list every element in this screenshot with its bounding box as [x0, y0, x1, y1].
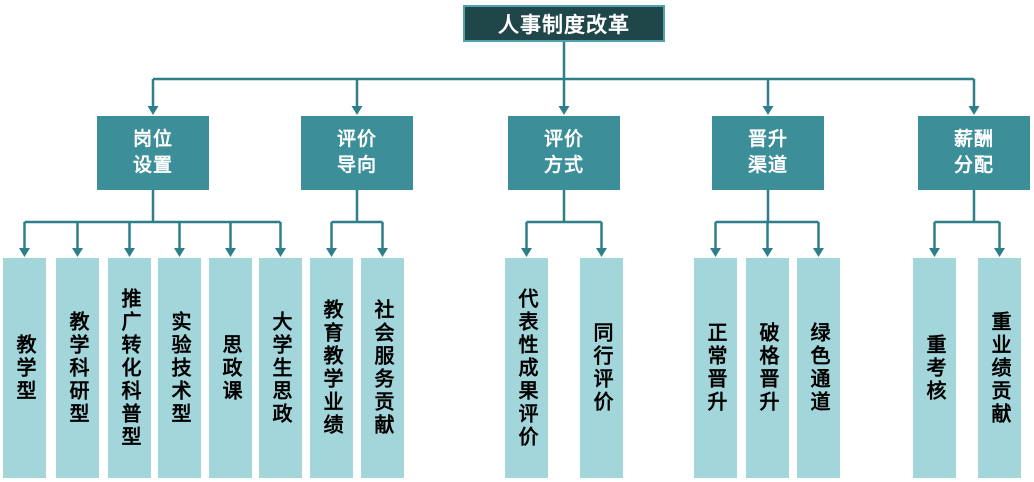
leaf-label: 破格晋升 [756, 322, 778, 414]
leaf-node: 社会服务贡献 [361, 258, 404, 478]
leaf-label: 社会服务贡献 [371, 299, 393, 437]
leaf-node: 教育教学业绩 [310, 258, 353, 478]
leaf-node: 实验技术型 [158, 258, 201, 478]
leaf-label: 教学科研型 [66, 310, 88, 426]
leaf-node: 教学型 [3, 258, 46, 478]
leaf-label: 教育教学业绩 [320, 299, 342, 437]
arrow-icon [19, 248, 1005, 257]
leaf-label: 思政课 [219, 333, 241, 403]
leaf-label: 重业绩贡献 [988, 310, 1010, 426]
branch-node-evaluation-method: 评价 方式 [508, 116, 620, 190]
leaf-node: 重业绩贡献 [978, 258, 1021, 478]
leaf-node: 教学科研型 [56, 258, 99, 478]
leaf-label: 同行评价 [590, 322, 612, 414]
branch-node-promotion-channel: 晋升 渠道 [712, 116, 824, 190]
leaf-node: 大学生思政 [259, 258, 302, 478]
branch-node-salary-distribution: 薪酬 分配 [918, 116, 1030, 190]
leaf-label: 教学型 [13, 333, 35, 403]
arrow-icon [147, 106, 980, 115]
leaf-label: 绿色通道 [807, 322, 829, 414]
leaf-node: 绿色通道 [797, 258, 840, 478]
leaf-node: 推广转化科普型 [108, 258, 151, 478]
leaf-label: 大学生思政 [269, 310, 291, 426]
leaf-label: 正常晋升 [704, 322, 726, 414]
leaf-node: 代表性成果评价 [505, 258, 548, 478]
branch-node-evaluation-orientation: 评价 导向 [301, 116, 413, 190]
leaf-label: 代表性成果评价 [515, 287, 537, 449]
root-node-personnel-reform: 人事制度改革 [463, 5, 665, 42]
branch-node-post-setting: 岗位 设置 [97, 116, 209, 190]
leaf-label: 重考核 [923, 333, 945, 403]
leaf-node: 正常晋升 [694, 258, 737, 478]
leaf-label: 推广转化科普型 [118, 287, 140, 449]
leaf-node: 思政课 [209, 258, 252, 478]
leaf-label: 实验技术型 [168, 310, 190, 426]
leaf-node: 同行评价 [580, 258, 623, 478]
leaf-node: 重考核 [913, 258, 956, 478]
leaf-node: 破格晋升 [746, 258, 789, 478]
